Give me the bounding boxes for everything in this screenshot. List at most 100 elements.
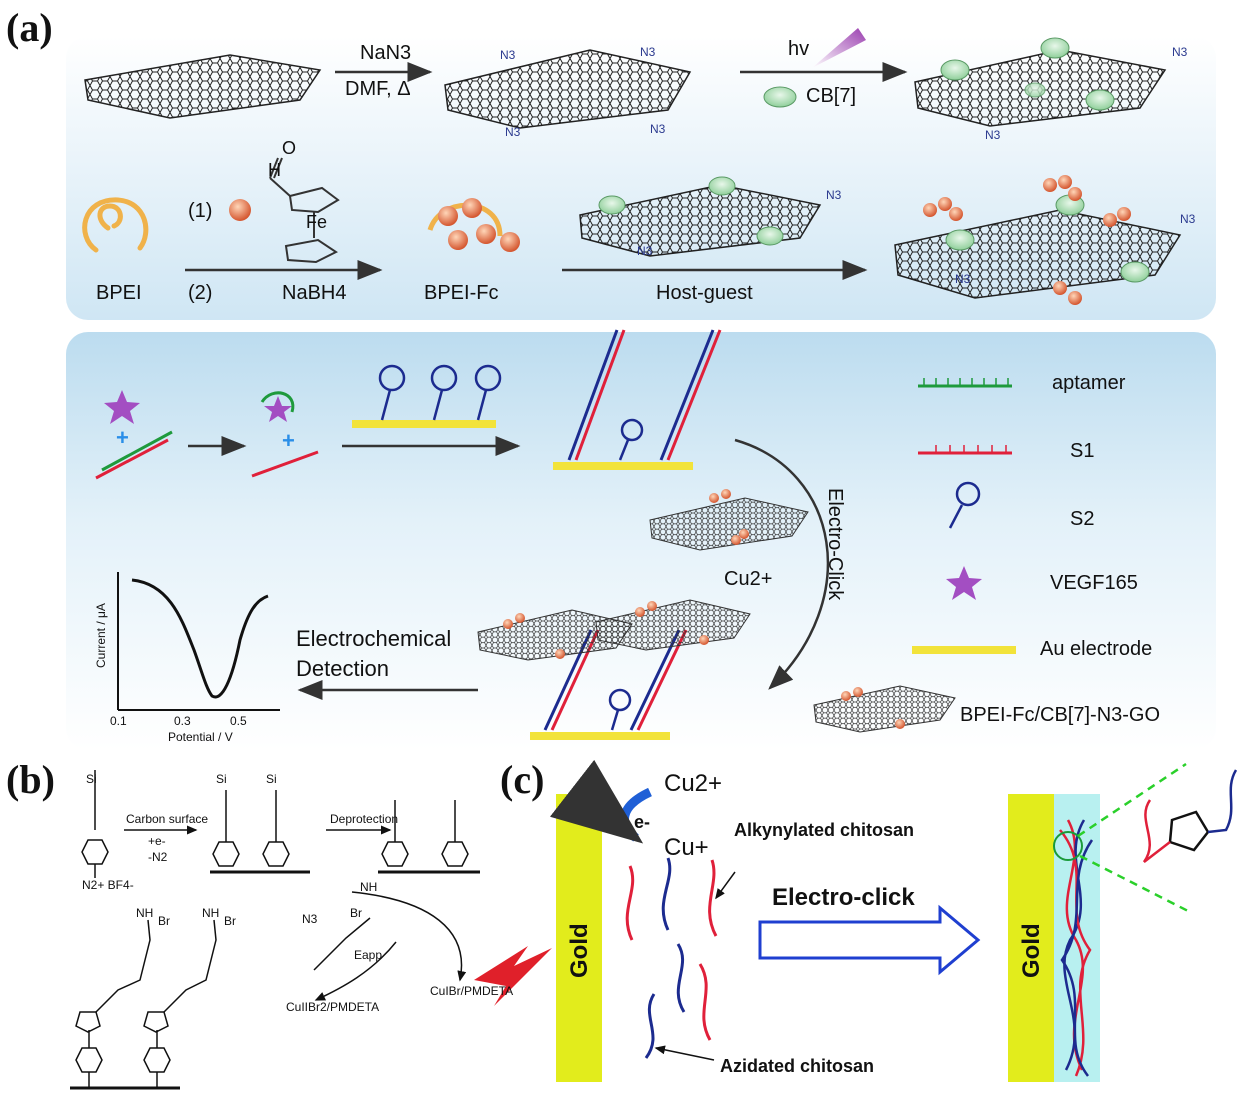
alkynylated-pointer	[715, 871, 736, 900]
minus-n2-label: -N2	[148, 850, 168, 864]
aptamer-s1-duplex-icon	[95, 430, 173, 480]
chitosan-strands	[625, 857, 718, 1059]
bpei-fc-label: BPEI-Fc	[424, 282, 499, 304]
n3-label: N3	[650, 122, 666, 136]
plot-tick: 0.3	[174, 714, 191, 728]
panel-b-label: (b)	[6, 757, 55, 802]
detection-label: Detection	[296, 656, 389, 681]
graphene-sheet	[84, 54, 322, 119]
bpei-polymer-icon	[82, 197, 149, 253]
crosslinked-chitosan-network	[1059, 819, 1094, 1077]
br-label: Br	[158, 914, 170, 928]
azidated-pointer	[654, 1045, 715, 1061]
zoom-line-lower	[1079, 854, 1191, 914]
cb7-graphene-sheet	[914, 37, 1167, 127]
free-s1-strand	[251, 450, 319, 478]
deprotection-label: Deprotection	[330, 812, 399, 826]
gold-label: Gold	[1018, 923, 1045, 978]
electron-transfer-arrow	[549, 759, 653, 844]
si-label: Si	[216, 772, 227, 786]
copper-i-label: Cu+	[664, 834, 709, 861]
nh-label: NH	[360, 880, 378, 894]
electro-click-big-arrow	[758, 904, 981, 976]
ferrocene-fe-label: Fe	[306, 212, 328, 232]
legend-aptamer: aptamer	[1052, 372, 1126, 394]
plus-sign: +	[282, 428, 295, 453]
panel-a-sensing-background	[66, 332, 1216, 750]
cu-i-label: CuIBr/PMDETA	[430, 984, 514, 998]
si-label: Si	[266, 772, 277, 786]
azide-graphene-sheet	[444, 49, 692, 129]
n3-label: N3	[637, 244, 653, 258]
azidated-chitosan-label: Azidated chitosan	[720, 1056, 875, 1076]
cb7-n3-go-sheet	[579, 176, 822, 257]
carbon-surface-label: Carbon surface	[126, 812, 209, 826]
ferrocene-aldehyde-icon	[269, 157, 340, 264]
plot-y-label: Current / μA	[94, 603, 108, 668]
n3-label: N3	[1180, 212, 1196, 226]
dmf-heat-label: DMF, Δ	[345, 78, 411, 100]
bpei-fc-icon	[427, 198, 520, 252]
hv-label: hv	[788, 38, 810, 60]
nh-label: NH	[202, 906, 220, 920]
light-beam-icon	[812, 28, 866, 68]
host-guest-label: Host-guest	[656, 282, 753, 304]
n3-label: N3	[955, 272, 971, 286]
panel-a-label: (a)	[6, 5, 53, 50]
diazonium-label: N2+ BF4-	[82, 878, 134, 892]
br-label: Br	[224, 914, 236, 928]
plot-tick: 0.1	[110, 714, 127, 728]
legend-au-electrode: Au electrode	[1040, 638, 1153, 660]
plus-electron-label: +e-	[148, 834, 166, 848]
s2-modified-electrode	[352, 364, 502, 428]
n3-label: N3	[302, 912, 318, 926]
plus-sign: +	[116, 425, 129, 450]
triazole-structure-icon	[1142, 769, 1238, 863]
s1-s2-electrode	[553, 329, 722, 470]
bpei-fc-go-sheet-small	[649, 489, 809, 551]
gold-label: Gold	[566, 923, 593, 978]
cu-ii-label: CuIIBr2/PMDETA	[286, 1000, 380, 1014]
vegf-protein-icon	[104, 390, 140, 424]
copper-ii-label: Cu2+	[664, 770, 723, 797]
zoom-line-upper	[1077, 762, 1187, 838]
legend-s1: S1	[1070, 440, 1095, 462]
electro-click-label: Electro-Click	[824, 488, 846, 601]
ferrocene-o-label: O	[282, 138, 297, 158]
plot-tick: 0.5	[230, 714, 247, 728]
copper-ii-label: Cu2+	[724, 568, 773, 590]
legend-vegf: VEGF165	[1050, 572, 1138, 594]
electro-click-arrow	[734, 438, 830, 690]
ferrocene-h-label: H	[268, 160, 281, 180]
electro-click-label: Electro-click	[772, 884, 915, 911]
n3-label: N3	[640, 45, 656, 59]
nh-label: NH	[136, 906, 154, 920]
n3-label: N3	[505, 125, 521, 139]
bpei-fc-cb7-n3-go-sheet	[894, 175, 1182, 305]
nan3-label: NaN3	[360, 42, 412, 64]
n3-label: N3	[826, 188, 842, 202]
electron-label: e-	[634, 812, 651, 832]
cb7-ring-icon	[763, 86, 797, 108]
si-label: Si	[86, 772, 97, 786]
panel-b-scheme	[70, 770, 480, 1090]
n3-label: N3	[500, 48, 516, 62]
n3-label: N3	[985, 128, 1001, 142]
br-label: Br	[350, 906, 362, 920]
vegf-aptamer-complex-icon	[260, 391, 295, 422]
cb7-label: CB[7]	[806, 85, 857, 107]
alkynylated-chitosan-label: Alkynylated chitosan	[734, 820, 915, 840]
voltammogram-plot	[117, 572, 280, 711]
plot-x-label: Potential / V	[168, 730, 233, 744]
panel-c-label: (c)	[500, 757, 545, 802]
nanoparticle-icon	[229, 199, 251, 221]
lightning-icon	[474, 946, 552, 1006]
legend-markers	[813, 378, 1016, 733]
step-2-label: (2)	[188, 282, 213, 304]
legend-s2: S2	[1070, 508, 1095, 530]
detection-electrode	[477, 599, 751, 740]
bpei-label: BPEI	[96, 282, 142, 304]
electrochemical-label: Electrochemical	[296, 626, 452, 651]
n3-label: N3	[1172, 45, 1188, 59]
